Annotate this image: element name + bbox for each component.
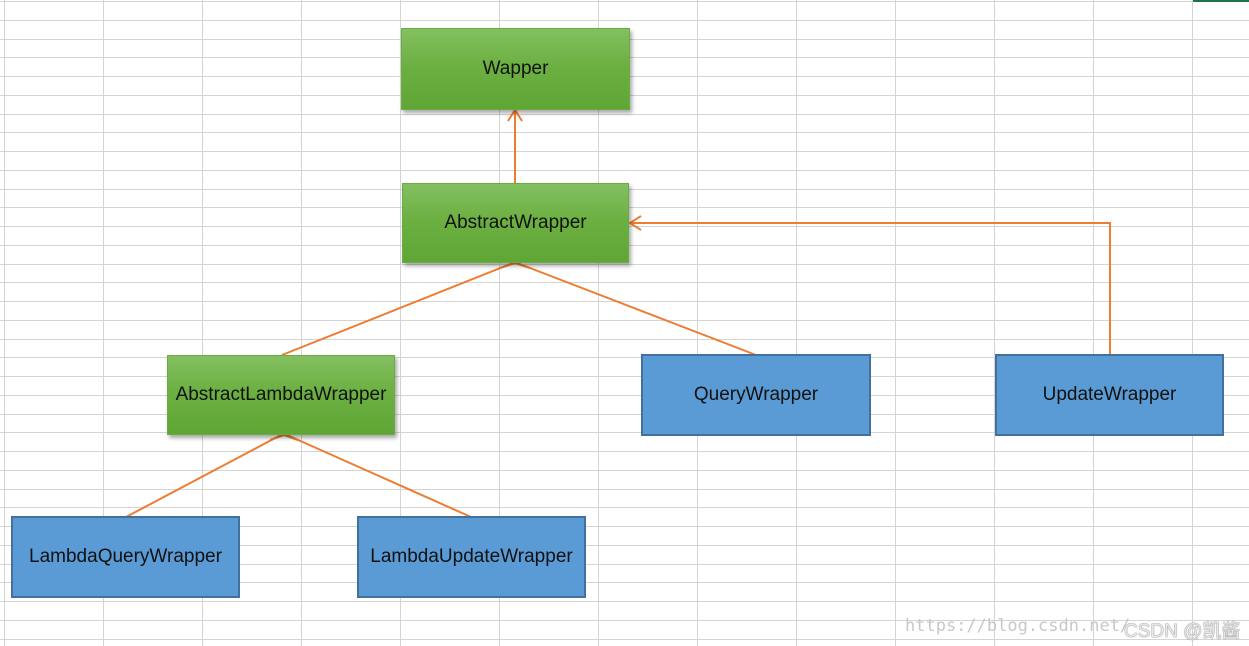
node-lambda-query-wrapper: LambdaQueryWrapper xyxy=(11,516,240,598)
node-lambda-update-wrapper: LambdaUpdateWrapper xyxy=(357,516,586,598)
node-abstract-wrapper: AbstractWrapper xyxy=(402,183,629,263)
node-label: Wapper xyxy=(482,58,549,79)
node-update-wrapper: UpdateWrapper xyxy=(995,354,1224,436)
watermark-url: https://blog.csdn.net/ xyxy=(905,616,1131,636)
node-abstract-lambda-wrapper: AbstractLambdaWrapper xyxy=(167,355,395,435)
node-label: QueryWrapper xyxy=(693,384,819,405)
node-label: LambdaQueryWrapper xyxy=(29,546,222,567)
selected-cell-indicator xyxy=(1193,0,1249,2)
node-label: LambdaUpdateWrapper xyxy=(370,546,573,567)
watermark-brand: CSDN @凯酱 xyxy=(1124,621,1241,642)
node-label: AbstractWrapper xyxy=(444,212,587,233)
node-label: AbstractLambdaWrapper xyxy=(175,384,387,405)
node-label: UpdateWrapper xyxy=(1042,384,1177,405)
node-query-wrapper: QueryWrapper xyxy=(641,354,871,436)
node-wapper: Wapper xyxy=(401,28,630,110)
